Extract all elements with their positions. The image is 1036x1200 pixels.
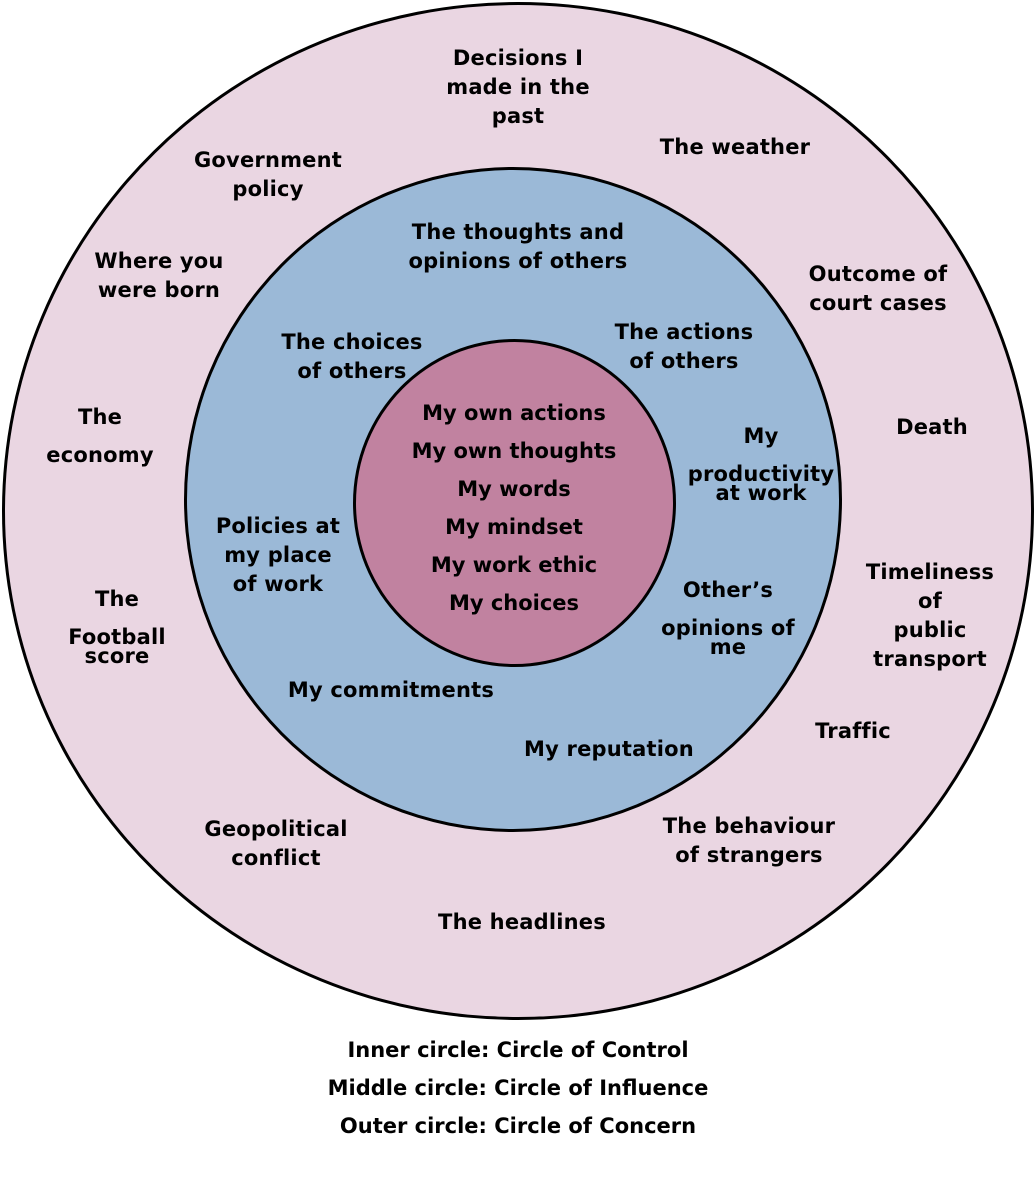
outer-item-geopolitical-conflict: Geopolitical conflict (204, 817, 348, 870)
middle-item-others-opinions: Other’s opinions of me (661, 578, 795, 659)
inner-item: My choices (448, 591, 580, 615)
middle-item-commitments: My commitments (287, 678, 495, 702)
inner-item: My mindset (445, 515, 583, 539)
circle-of-control (353, 339, 676, 667)
outer-item-where-born: Where you were born (94, 249, 224, 302)
outer-item-government-policy: Government policy (193, 148, 343, 201)
legend-middle-circle: Middle circle: Circle of Influence (327, 1076, 709, 1100)
outer-item-public-transport: Timeliness of public transport (865, 560, 995, 671)
outer-item-weather: The weather (659, 135, 811, 159)
inner-items-list: My own actions My own thoughts My words … (412, 394, 617, 622)
inner-item: My work ethic (430, 553, 598, 577)
inner-item: My own thoughts (411, 439, 617, 463)
middle-item-choices-others: The choices of others (281, 330, 423, 383)
inner-item: My words (457, 477, 571, 501)
outer-item-traffic: Traffic (815, 719, 891, 743)
outer-item-headlines: The headlines (438, 910, 606, 934)
middle-item-policies-work: Policies at my place of work (215, 514, 341, 596)
outer-item-behaviour-strangers: The behaviour of strangers (662, 814, 836, 867)
middle-item-productivity: My productivity at work (687, 424, 835, 505)
middle-item-thoughts-opinions: The thoughts and opinions of others (408, 220, 628, 273)
outer-item-decisions-past: Decisions I made in the past (446, 46, 590, 128)
legend-inner-circle: Inner circle: Circle of Control (347, 1038, 689, 1062)
legend-outer-circle: Outer circle: Circle of Concern (339, 1114, 697, 1138)
inner-item: My own actions (422, 401, 606, 425)
middle-item-reputation: My reputation (524, 737, 694, 761)
outer-item-death: Death (896, 415, 968, 439)
outer-item-court-cases: Outcome of court cases (808, 262, 948, 315)
middle-item-actions-others: The actions of others (614, 320, 754, 373)
outer-item-economy: The economy (46, 405, 154, 467)
outer-item-football-score: The Football score (68, 587, 166, 668)
legend: Inner circle: Circle of Control Middle c… (328, 1031, 709, 1145)
